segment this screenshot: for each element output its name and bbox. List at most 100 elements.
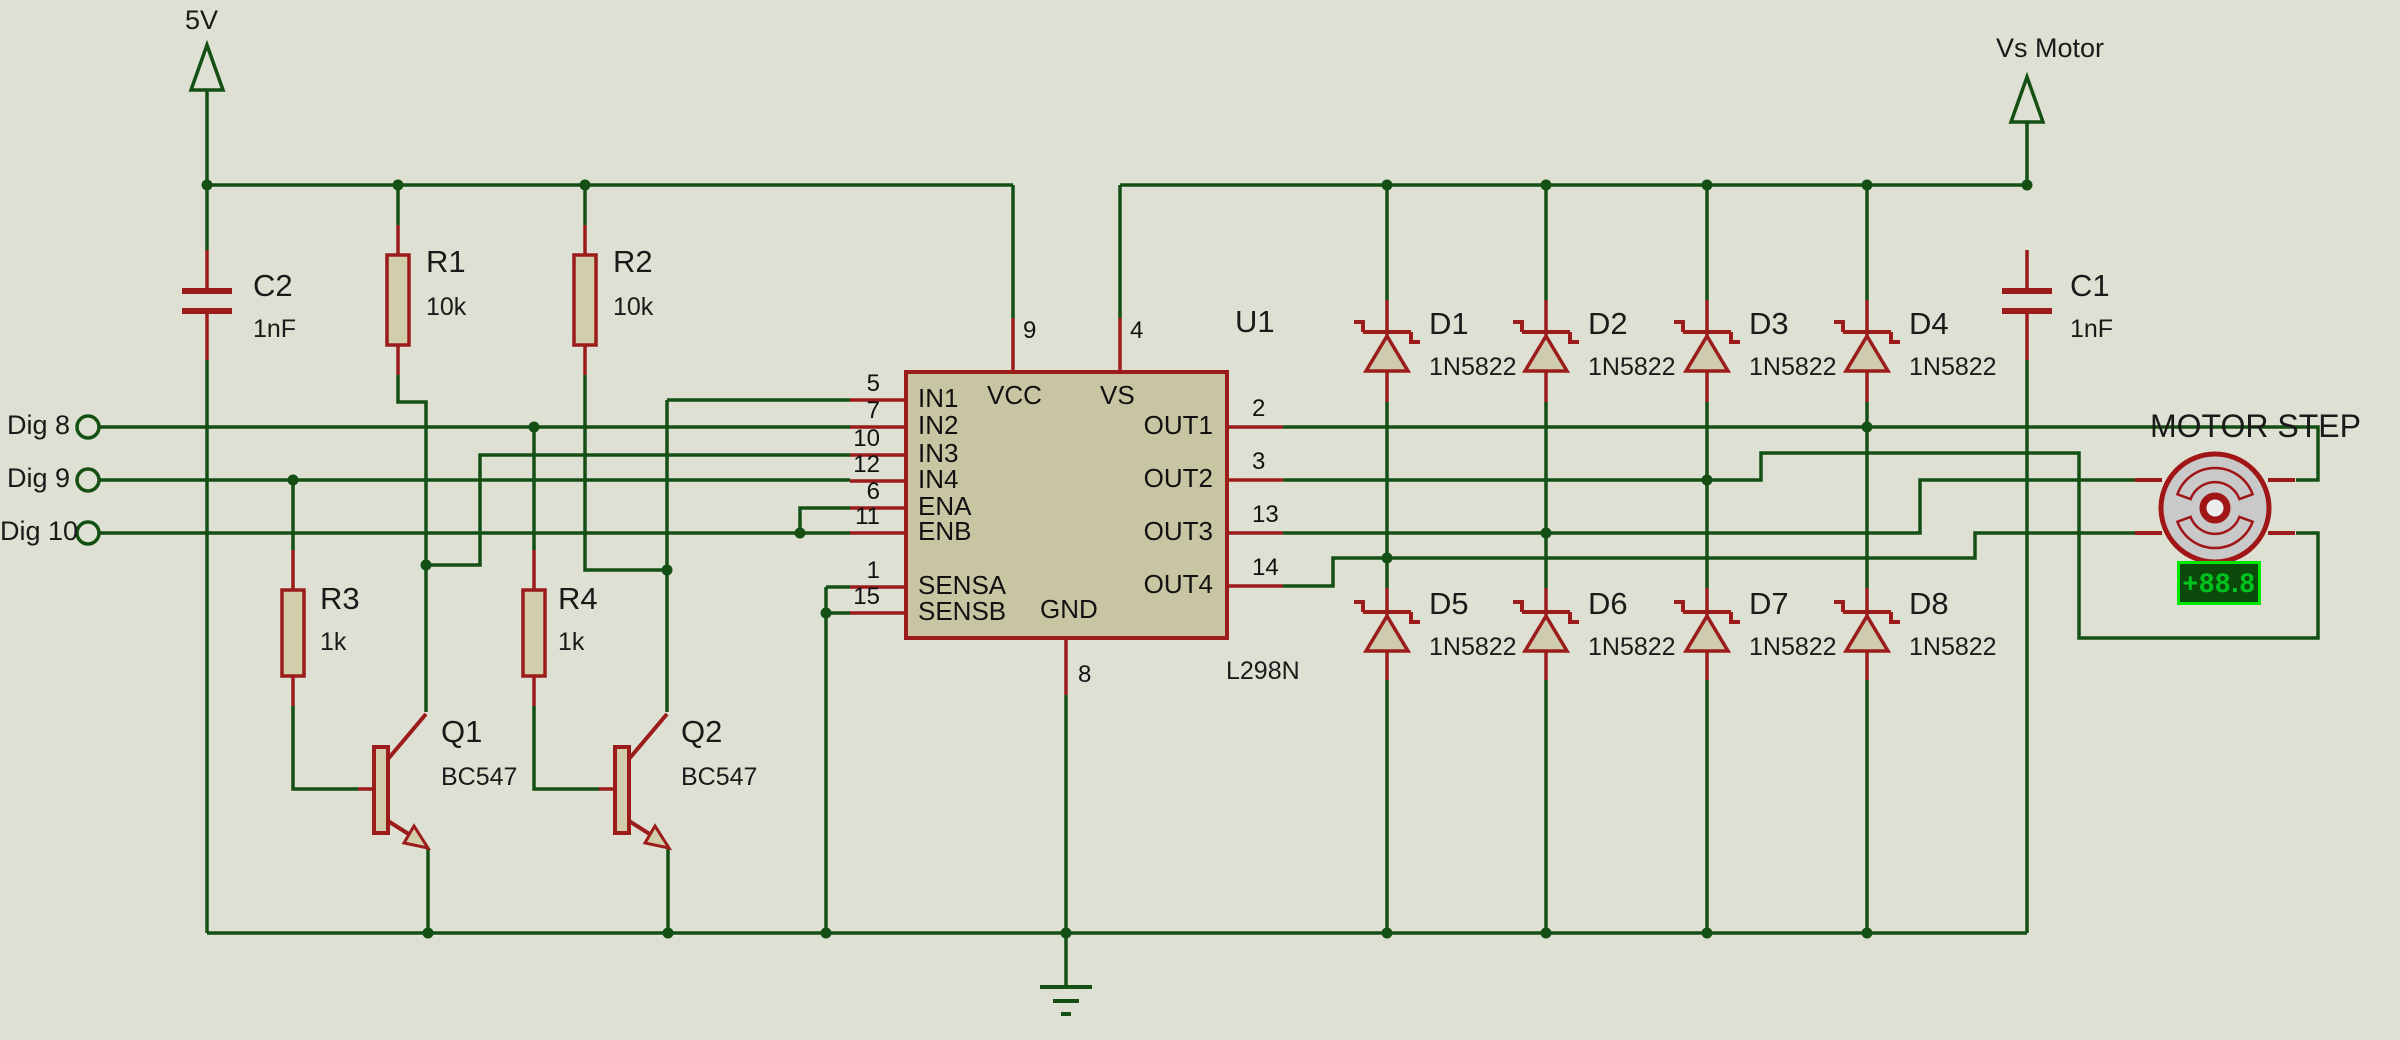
resistor-r3 xyxy=(280,588,306,678)
c1-value: 1nF xyxy=(2070,315,2114,343)
pin-num-12: 12 xyxy=(853,451,880,478)
capacitor-c1[interactable] xyxy=(2002,288,2052,314)
d6-value: 1N5822 xyxy=(1588,633,1676,661)
d6-ref: D6 xyxy=(1588,586,1628,621)
resistors[interactable] xyxy=(280,253,598,678)
diode-d5 xyxy=(1354,588,1420,680)
pin-name-gnd: GND xyxy=(1040,594,1098,624)
pin-num-14: 14 xyxy=(1252,554,1279,581)
terminal-label-dig8: Dig 8 xyxy=(6,410,70,440)
wires[interactable] xyxy=(98,90,2320,1016)
pin-num-15: 15 xyxy=(853,583,880,610)
power-label-vs-motor: Vs Motor xyxy=(1996,33,2105,63)
power-arrow-5v[interactable] xyxy=(188,39,226,92)
diode-d8 xyxy=(1834,588,1900,680)
pin-num-10: 10 xyxy=(853,425,880,452)
r3-value: 1k xyxy=(320,628,347,656)
r4-ref: R4 xyxy=(558,581,598,616)
r1-ref: R1 xyxy=(426,244,466,279)
q2-ref: Q2 xyxy=(681,714,723,749)
pin-name-sensa: SENSA xyxy=(918,570,1007,600)
capacitor-c2[interactable] xyxy=(182,288,232,314)
motor-label: MOTOR STEP xyxy=(2150,408,2361,444)
c1-ref: C1 xyxy=(2070,268,2110,303)
power-label-5v: 5V xyxy=(185,5,219,35)
d1-ref: D1 xyxy=(1429,306,1469,341)
terminal-label-dig9: Dig 9 xyxy=(6,463,70,493)
u1-part: L298N xyxy=(1226,657,1300,685)
terminal-label-dig10: Dig 10 xyxy=(0,516,79,546)
terminal-dig10 xyxy=(75,520,101,546)
diode-d6 xyxy=(1513,588,1579,680)
diodes-symbols[interactable] xyxy=(1354,300,1900,680)
diode-d4 xyxy=(1834,300,1900,402)
pin-name-in1: IN1 xyxy=(918,383,959,413)
resistor-r4 xyxy=(521,588,547,678)
ic-l298n-body[interactable] xyxy=(904,370,1229,640)
pin-num-4: 4 xyxy=(1130,317,1144,344)
pin-num-7: 7 xyxy=(866,397,880,424)
pin-name-enb: ENB xyxy=(918,516,972,546)
terminal-dig9 xyxy=(75,467,101,493)
d7-ref: D7 xyxy=(1749,586,1789,621)
d7-value: 1N5822 xyxy=(1749,633,1837,661)
resistor-r1 xyxy=(385,253,411,347)
q1-ref: Q1 xyxy=(441,714,483,749)
pin-num-6: 6 xyxy=(866,478,880,505)
pin-name-ena: ENA xyxy=(918,491,972,521)
pin-name-sensb: SENSB xyxy=(918,596,1007,626)
u1-ref: U1 xyxy=(1235,304,1275,339)
diode-d3 xyxy=(1674,300,1740,402)
pin-num-9: 9 xyxy=(1023,317,1037,344)
pin-name-vs: VS xyxy=(1100,380,1135,410)
d2-value: 1N5822 xyxy=(1588,353,1676,381)
pin-name-in2: IN2 xyxy=(918,410,959,440)
pin-name-in3: IN3 xyxy=(918,438,959,468)
pin-num-1: 1 xyxy=(866,557,880,584)
motor-angle-display: +88.8 xyxy=(2177,561,2261,605)
diode-d2 xyxy=(1513,300,1579,402)
power-arrow-vs-motor[interactable] xyxy=(2008,71,2046,124)
pin-name-out2: OUT2 xyxy=(1143,463,1213,493)
pin-name-vcc: VCC xyxy=(987,380,1042,410)
pin-stubs xyxy=(205,225,2029,791)
transistor-q1[interactable] xyxy=(372,712,432,851)
d3-value: 1N5822 xyxy=(1749,353,1837,381)
c2-ref: C2 xyxy=(253,268,293,303)
terminal-dig8 xyxy=(75,414,101,440)
r4-value: 1k xyxy=(558,628,585,656)
diode-d1 xyxy=(1354,300,1420,402)
r1-value: 10k xyxy=(426,293,467,321)
r2-ref: R2 xyxy=(613,244,653,279)
d1-value: 1N5822 xyxy=(1429,353,1517,381)
transistor-q2[interactable] xyxy=(613,712,673,851)
pin-name-out3: OUT3 xyxy=(1143,516,1213,546)
d4-ref: D4 xyxy=(1909,306,1949,341)
pin-num-8: 8 xyxy=(1078,661,1092,688)
pin-name-out1: OUT1 xyxy=(1143,410,1213,440)
diode-d7 xyxy=(1674,588,1740,680)
d4-value: 1N5822 xyxy=(1909,353,1997,381)
q1-value: BC547 xyxy=(441,763,518,791)
pin-num-11: 11 xyxy=(855,503,880,530)
terminal-circles[interactable] xyxy=(75,414,101,546)
d2-ref: D2 xyxy=(1588,306,1628,341)
d8-value: 1N5822 xyxy=(1909,633,1997,661)
d5-ref: D5 xyxy=(1429,586,1469,621)
d5-value: 1N5822 xyxy=(1429,633,1517,661)
resistor-r2 xyxy=(572,253,598,347)
pin-num-3: 3 xyxy=(1252,448,1266,475)
motor-angle-value: +88.8 xyxy=(2182,567,2256,598)
r2-value: 10k xyxy=(613,293,654,321)
pin-name-out4: OUT4 xyxy=(1143,569,1213,599)
q2-value: BC547 xyxy=(681,763,758,791)
c2-value: 1nF xyxy=(253,315,297,343)
stepper-motor[interactable] xyxy=(2135,451,2295,565)
pin-num-2: 2 xyxy=(1252,395,1266,422)
pin-num-5: 5 xyxy=(866,370,880,397)
pin-name-in4: IN4 xyxy=(918,464,959,494)
r3-ref: R3 xyxy=(320,581,360,616)
junction-dots xyxy=(201,179,2033,939)
